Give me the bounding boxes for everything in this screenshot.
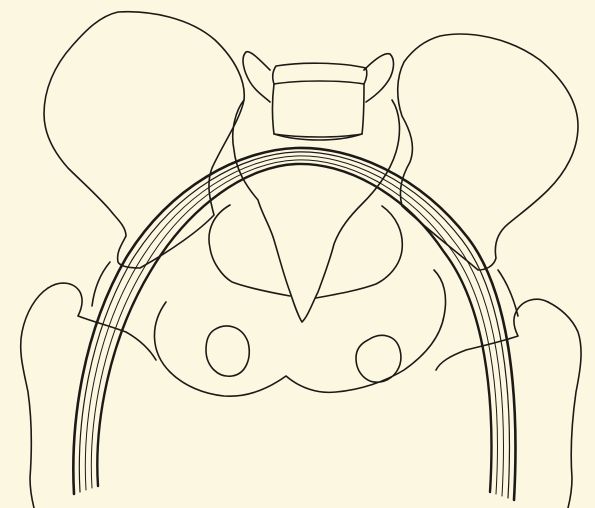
left-greater-trochanter (92, 262, 110, 306)
right-ilium (398, 34, 578, 270)
right-sacral-ala (364, 54, 393, 102)
right-femur-head (436, 299, 548, 370)
left-sacral-ala (243, 52, 270, 102)
lumbar-vertebra (273, 63, 367, 84)
left-ilium (44, 12, 244, 268)
left-femur (21, 288, 48, 508)
right-obturator-foramen (356, 335, 401, 382)
sacral-right-border (316, 206, 402, 298)
right-femur (548, 302, 581, 508)
left-obturator-foramen (206, 326, 249, 376)
arched-band (73, 148, 515, 500)
vertebral-body (273, 84, 365, 137)
pelvic-inlet (154, 270, 445, 396)
